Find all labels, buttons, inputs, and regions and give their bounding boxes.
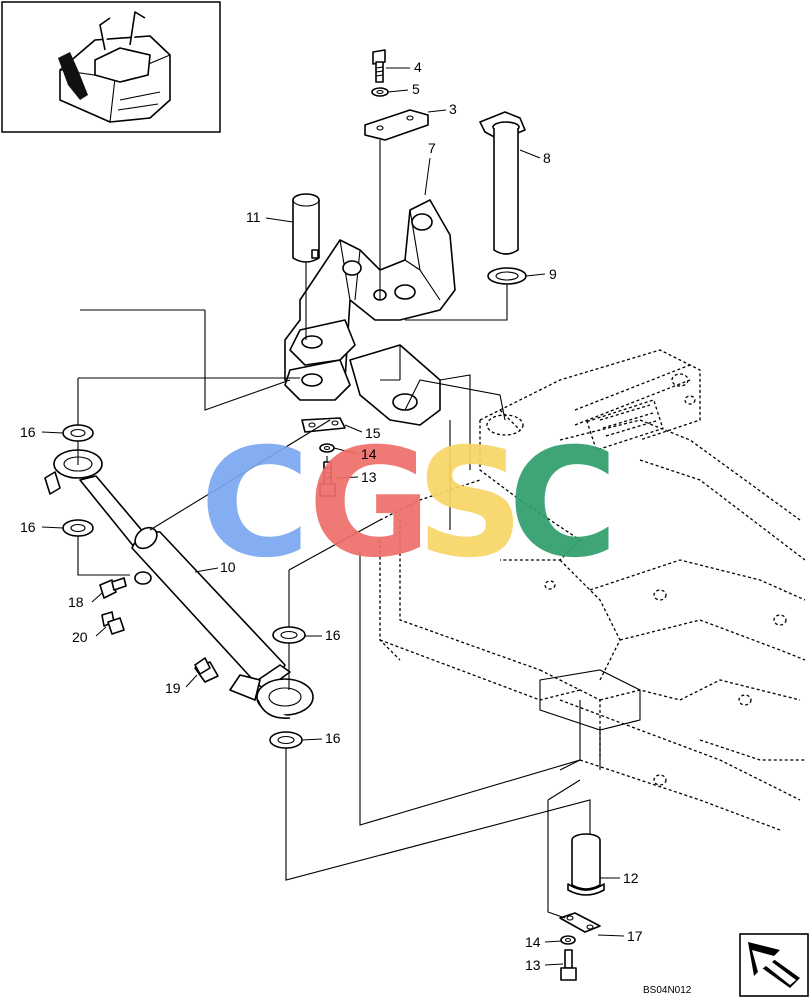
washer-16-a — [62, 424, 94, 442]
machine-frame-outline — [379, 349, 806, 831]
washer-5 — [371, 87, 389, 97]
callout-14-lower: 14 — [525, 934, 541, 950]
callout-8: 8 — [543, 150, 551, 166]
fitting-20 — [101, 611, 125, 635]
callout-13-upper: 13 — [361, 469, 377, 485]
callout-16-d: 16 — [325, 730, 341, 746]
hydraulic-cylinder — [44, 449, 314, 719]
watermark-letter-s: S — [416, 417, 524, 591]
callout-13-lower: 13 — [525, 957, 541, 973]
bolt-13-lower — [560, 949, 577, 981]
view-direction-arrow-icon — [739, 933, 809, 997]
plate-3 — [364, 109, 429, 141]
callout-18: 18 — [68, 594, 84, 610]
callout-leaders — [41, 67, 625, 966]
pin-12 — [567, 833, 605, 896]
assembly-lines — [77, 140, 591, 919]
fitting-19 — [194, 657, 211, 675]
callout-19: 19 — [165, 680, 181, 696]
watermark-letter-c2: C — [508, 417, 618, 591]
washer-16-b — [62, 519, 94, 537]
callout-14-upper: 14 — [361, 446, 377, 462]
watermark-letter-c1: C — [200, 417, 310, 591]
fitting-18 — [99, 577, 127, 599]
bolt-4 — [372, 49, 386, 83]
watermark-letter-g: G — [308, 417, 431, 591]
washer-14-lower — [560, 935, 576, 945]
washer-16-d — [269, 731, 303, 749]
callout-11: 11 — [246, 209, 261, 225]
frame-bracket — [539, 669, 641, 771]
callout-10: 10 — [220, 559, 236, 575]
callout-20: 20 — [72, 629, 88, 645]
drawing-code: BS04N012 — [643, 985, 692, 996]
callout-12: 12 — [623, 870, 639, 886]
callout-5: 5 — [412, 81, 420, 97]
watermark: C G S C — [200, 417, 618, 591]
callout-16-b: 16 — [20, 519, 36, 535]
callout-labels: 4 5 3 7 8 11 9 16 15 14 13 16 10 18 20 1… — [20, 59, 643, 973]
swing-bracket — [284, 199, 456, 426]
plate-17 — [559, 912, 601, 933]
callout-16-a: 16 — [20, 424, 36, 440]
callout-17: 17 — [627, 928, 643, 944]
callout-16-c: 16 — [325, 627, 341, 643]
inset-overview — [1, 1, 221, 133]
callout-4: 4 — [414, 59, 422, 75]
washer-16-c — [272, 626, 306, 644]
callout-9: 9 — [549, 266, 557, 282]
callout-15: 15 — [365, 425, 381, 441]
pin-11 — [292, 193, 320, 263]
pin-8 — [479, 111, 526, 255]
plate-15 — [301, 417, 346, 433]
callout-7: 7 — [428, 140, 436, 156]
callout-3: 3 — [449, 101, 457, 117]
washer-9 — [487, 267, 527, 285]
bolt-13-upper — [319, 461, 336, 497]
